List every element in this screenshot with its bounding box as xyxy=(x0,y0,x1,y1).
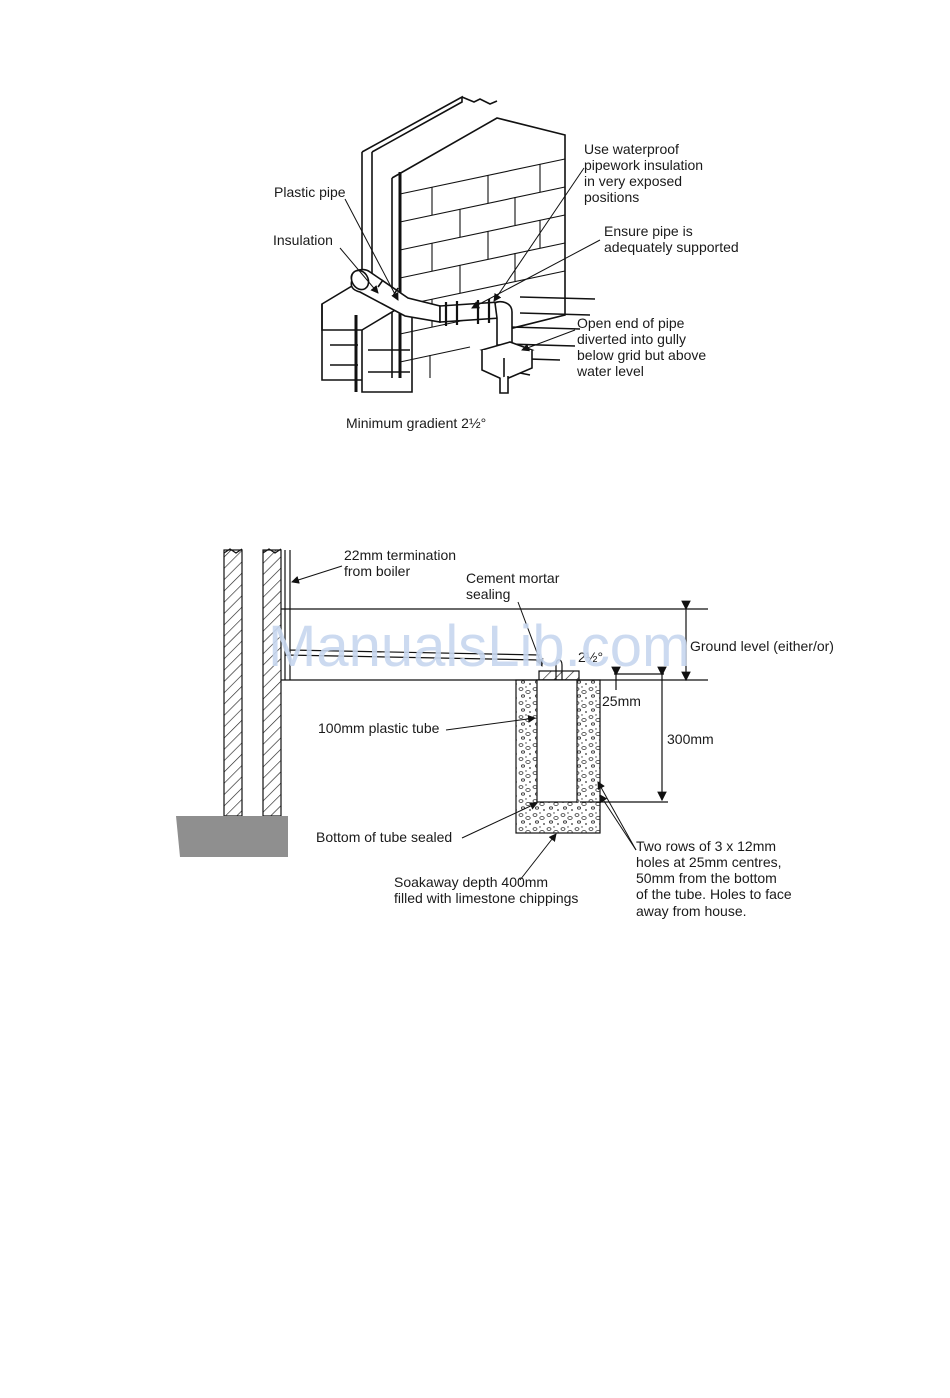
label-open-end-3: below grid but above xyxy=(577,347,706,363)
label-holes-3: 50mm from the bottom xyxy=(636,870,777,886)
label-gradient: Minimum gradient 2½° xyxy=(346,415,486,431)
label-supported-2: adequately supported xyxy=(604,239,739,255)
label-supported-1: Ensure pipe is xyxy=(604,223,693,239)
label-cement-2: sealing xyxy=(466,586,510,602)
label-waterproof-4: positions xyxy=(584,189,639,205)
label-waterproof-2: pipework insulation xyxy=(584,157,703,173)
label-dim-300: 300mm xyxy=(667,731,714,747)
label-soakaway-1: Soakaway depth 400mm xyxy=(394,874,548,890)
label-waterproof-3: in very exposed xyxy=(584,173,682,189)
label-bottom-sealed: Bottom of tube sealed xyxy=(316,829,452,845)
label-soakaway-2: filled with limestone chippings xyxy=(394,890,578,906)
label-holes-1: Two rows of 3 x 12mm xyxy=(636,838,776,854)
foundation xyxy=(176,816,288,857)
wall-leaf-left xyxy=(223,549,243,817)
label-plastic-tube: 100mm plastic tube xyxy=(318,720,440,736)
label-angle: 2½° xyxy=(578,649,603,665)
label-open-end-4: water level xyxy=(576,363,644,379)
fig2-leaders xyxy=(291,565,637,881)
label-open-end-1: Open end of pipe xyxy=(577,315,685,331)
fig1-leaders xyxy=(339,167,601,352)
label-insulation: Insulation xyxy=(273,232,333,248)
condensate-pipe-run xyxy=(284,550,541,680)
label-holes-5: away from house. xyxy=(636,903,747,919)
label-waterproof-1: Use waterproof xyxy=(584,141,679,157)
outer-wall xyxy=(361,95,498,300)
label-termination-2: from boiler xyxy=(344,563,410,579)
label-termination-1: 22mm termination xyxy=(344,547,456,563)
wall-leaf-right xyxy=(262,549,282,817)
label-dim-25: 25mm xyxy=(602,693,641,709)
label-cement-1: Cement mortar xyxy=(466,570,560,586)
label-ground-level: Ground level (either/or) xyxy=(690,638,834,654)
label-plastic-pipe: Plastic pipe xyxy=(274,184,346,200)
wall-pipe-figure xyxy=(321,95,596,394)
plastic-tube xyxy=(536,679,578,803)
gully xyxy=(479,341,535,394)
label-open-end-2: diverted into gully xyxy=(577,331,686,347)
brick-wall xyxy=(391,117,596,378)
watermark: ManualsLib.com xyxy=(268,614,690,679)
label-holes-4: of the tube. Holes to face xyxy=(636,886,792,902)
label-holes-2: holes at 25mm centres, xyxy=(636,854,782,870)
